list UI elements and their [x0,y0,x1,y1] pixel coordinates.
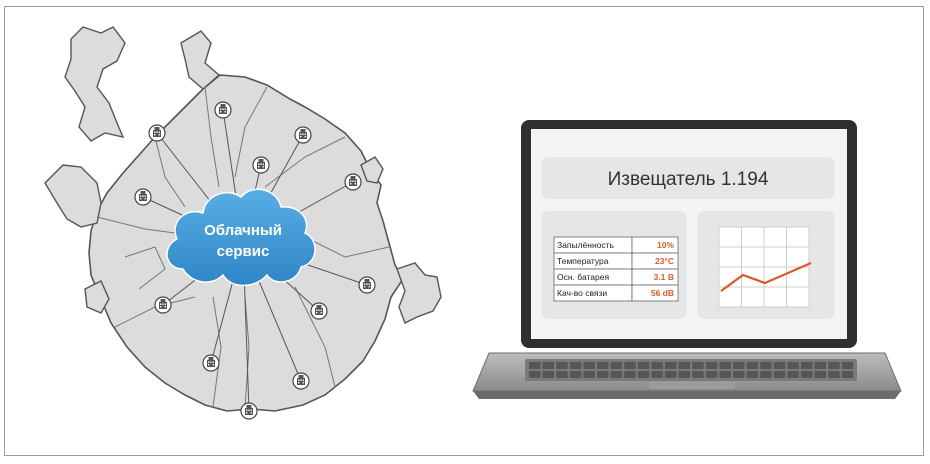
keyboard-key [733,362,745,369]
cloud-label-line2: сервис [217,243,270,260]
keyboard-key [610,362,623,369]
keyboard-key [637,371,650,378]
keyboard-key [569,371,582,378]
keyboard-key [828,362,840,369]
cloud-shape [166,188,316,287]
keyboard-key [814,362,827,369]
map-north-tail [180,30,221,90]
keyboard-key [733,371,745,378]
keyboard-key [746,371,759,378]
building-icon [202,354,220,372]
laptop: Извещатель 1.194 Запылённость 10% Температ… [472,120,902,399]
keyboard-key [665,371,677,378]
keyboard-key [624,362,636,369]
cloud-service: Облачный сервис [166,188,316,287]
keyboard-key [569,362,582,369]
keyboard-key [719,371,731,378]
keyboard-key [814,371,827,378]
cloud-label-line1: Облачный [204,222,282,239]
table-cell [631,284,679,302]
keyboard-key [597,362,609,369]
laptop-front-edge [473,391,901,399]
table-row-label: Запылённость [557,240,615,250]
keyboard-key [705,362,718,369]
keyboard-key [610,371,623,378]
table-row-label: Температура [557,256,609,266]
keyboard-key [529,371,541,378]
keyboard-key [542,362,555,369]
table-row-value: 10% [657,240,674,250]
title-panel [541,157,835,199]
keyboard-key [583,371,595,378]
keyboard-key [624,371,636,378]
keyboard-key [760,371,772,378]
trend-chart [718,226,812,308]
device-title: Извещатель 1.194 [608,169,769,190]
building-icon [214,101,232,119]
sensor-table: Запылённость 10% Температура 23°С Осн. батар… [553,236,679,302]
keyboard-key [801,371,813,378]
map-southwest-territory [84,280,110,314]
building-icon [292,372,310,390]
keyboard-key [705,371,718,378]
table-row-value: 56 dB [651,288,674,298]
keyboard-keys [529,362,854,378]
keyboard-key [556,371,568,378]
data-transmission-beams [315,225,519,249]
map-southeast-territory [396,262,442,324]
keyboard-key [637,362,650,369]
keyboard-key [678,371,691,378]
keyboard-key [841,371,854,378]
keyboard-key [692,362,704,369]
building-icon [240,402,258,420]
building-icon [310,302,328,320]
keyboard-key [597,371,609,378]
map-northwest-territory [64,26,126,142]
keyboard-key [801,362,813,369]
laptop-touchpad [649,382,735,389]
keyboard-key [542,371,555,378]
building-icon [134,188,152,206]
diagram-canvas: Облачный сервис Извещатель 1.194 Запылён… [44,26,902,420]
keyboard-key [529,362,541,369]
building-icon [154,296,172,314]
keyboard-key [828,371,840,378]
map-east-territory [360,156,384,184]
building-icon [252,156,270,174]
keyboard-key [760,362,772,369]
keyboard-key [556,362,568,369]
table-row-value: 23°С [655,256,674,266]
keyboard-key [841,362,854,369]
district-borders [96,86,390,410]
building-icon [344,173,362,191]
keyboard-key [773,362,786,369]
keyboard-key [746,362,759,369]
keyboard-key [665,362,677,369]
table-row-label: Кач-во связи [557,288,607,298]
building-icon [294,126,312,144]
keyboard-key [651,362,663,369]
trend-line [720,261,812,292]
keyboard-key [583,362,595,369]
keyboard-key [787,362,799,369]
map-west-territory [44,164,102,228]
figure-frame: Облачный сервис Извещатель 1.194 Запылён… [4,6,924,456]
keyboard-key [678,362,691,369]
building-icon [358,276,376,294]
keyboard-key [719,362,731,369]
table-row-label: Осн. батарея [557,272,609,282]
keyboard-key [773,371,786,378]
keyboard-key [651,371,663,378]
keyboard-key [787,371,799,378]
building-icon [148,124,166,142]
chart-grid [719,227,809,307]
table-row-value: 3.1 В [654,272,674,282]
keyboard-key [692,371,704,378]
